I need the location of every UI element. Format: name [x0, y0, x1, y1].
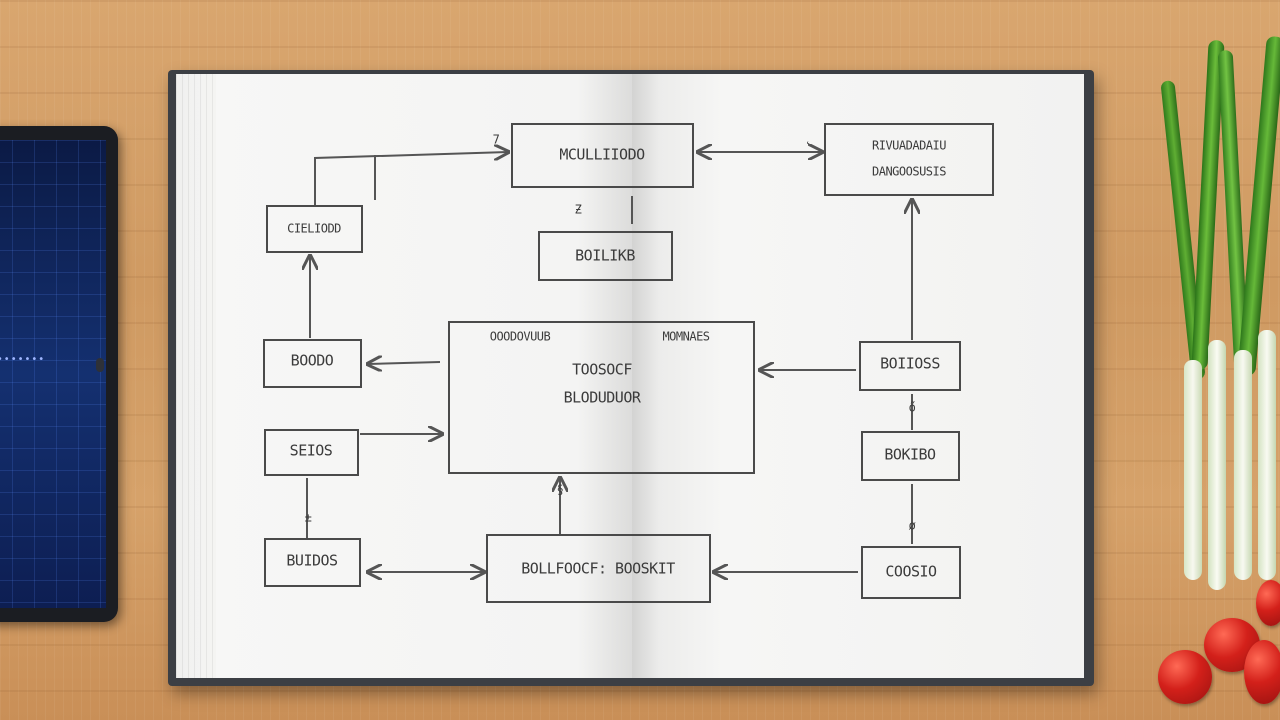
node-center-label-left: OOODOVUUB — [490, 330, 551, 344]
node-right-mid-label: BOIIOSS — [880, 355, 940, 373]
tablet-screen: •••••••• — [0, 140, 106, 608]
node-center-main-label-1: TOOSOCF — [572, 361, 632, 379]
cherry-tomato — [1256, 580, 1280, 626]
mark-7: ± — [305, 511, 312, 525]
node-left-mid-label: BOODO — [291, 352, 334, 370]
diagram-small-marks: 7 ˛ Ƶ ő § ø ± — [305, 131, 917, 533]
node-under-top-center: BOILIKB — [538, 231, 673, 281]
notebook-right-page — [632, 74, 1084, 678]
cherry-tomato — [1158, 650, 1212, 704]
cherry-tomato — [1244, 640, 1280, 704]
notebook-left-page — [176, 74, 632, 678]
node-left-bottom-label: BUIDOS — [286, 552, 338, 570]
scallion-stalk — [1258, 330, 1276, 580]
node-under-top-center-label: BOILIKB — [575, 247, 635, 265]
tablet-screen-text: •••••••• — [0, 354, 46, 365]
node-top-left-label: CIELIODD — [287, 222, 341, 236]
node-left-low: SEIOS — [264, 429, 359, 476]
node-left-bottom: BUIDOS — [264, 538, 361, 587]
mark-2: ˛ — [805, 131, 812, 145]
open-notebook — [168, 70, 1094, 686]
mark-1: 7 — [493, 133, 500, 147]
scallion-stalk — [1208, 340, 1226, 590]
scallion-stalk — [1184, 360, 1202, 580]
mark-4: ő — [909, 401, 916, 415]
node-top-right-label-2: DANGOOSUSIS — [872, 165, 946, 179]
notebook-page-edges — [176, 74, 216, 678]
node-right-low-label: BOKIBO — [884, 446, 936, 464]
node-top-center: MCULLIIODO — [511, 123, 694, 188]
node-center-main-label-2: BLODUDUOR — [564, 389, 642, 407]
node-center-label-right: MOMNAES — [662, 330, 709, 344]
tablet: •••••••• — [0, 126, 118, 622]
mark-6: ø — [909, 519, 916, 533]
node-right-low: BOKIBO — [861, 431, 960, 481]
node-bottom-center-label: BOLLFOOCF: BOOSKIT — [521, 560, 675, 578]
node-left-mid: BOODO — [263, 339, 362, 388]
tablet-camera — [96, 358, 104, 372]
node-right-mid: BOIIOSS — [859, 341, 961, 391]
node-top-right-label-1: RIVUADADAIU — [872, 139, 946, 153]
node-left-low-label: SEIOS — [290, 442, 333, 460]
node-top-center-label: MCULLIIODO — [559, 146, 645, 164]
node-top-right: RIVUADADAIU DANGOOSUSIS — [824, 123, 994, 196]
node-center-main: OOODOVUUB MOMNAES TOOSOCF BLODUDUOR — [448, 321, 755, 474]
diagram-edges — [307, 152, 912, 572]
edge-center-to-left-mid — [368, 362, 441, 364]
mark-5: § — [557, 483, 564, 497]
node-bottom-center: BOLLFOOCF: BOOSKIT — [486, 534, 711, 603]
mark-3: Ƶ — [575, 203, 582, 217]
node-right-bottom-label: COOSIO — [885, 563, 937, 581]
edge-top-left-to-top-center — [314, 152, 508, 206]
node-right-bottom: COOSIO — [861, 546, 961, 599]
scallion-stalk — [1234, 350, 1252, 580]
node-top-left: CIELIODD — [266, 205, 363, 253]
